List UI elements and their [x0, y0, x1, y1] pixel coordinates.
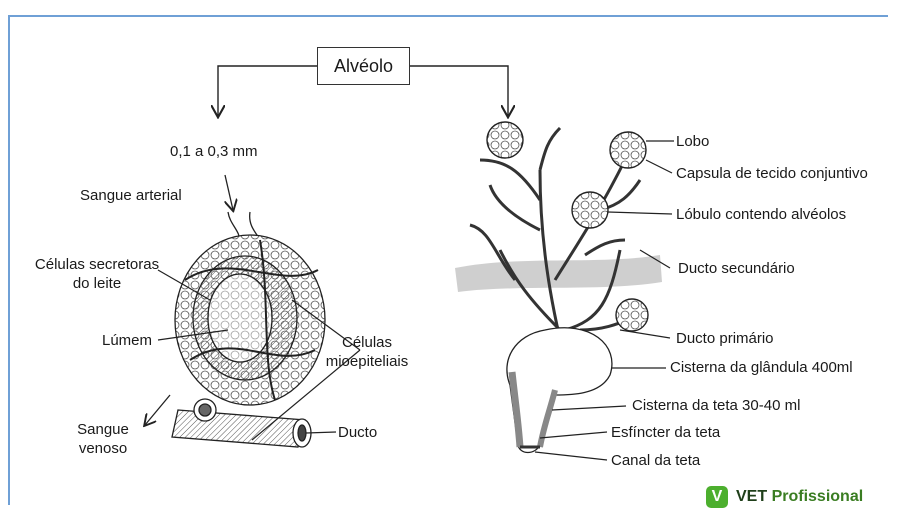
label-ducto: Ducto [338, 423, 377, 442]
logo-mark: V [706, 486, 728, 508]
label-celulas-secretoras-line1: Células secretoras [22, 255, 172, 274]
label-mioepiteliais-line1: Células [322, 333, 412, 352]
label-celulas-mioepiteliais: Células mioepiteliais [322, 333, 412, 371]
alveolus-illustration [145, 175, 325, 447]
label-canal: Canal da teta [611, 451, 700, 470]
label-mioepiteliais-line2: mioepiteliais [322, 352, 412, 371]
label-sangue-venoso-line1: Sangue [68, 420, 138, 439]
label-sangue-venoso: Sangue venoso [68, 420, 138, 458]
label-size: 0,1 a 0,3 mm [170, 142, 258, 161]
brand-logo: V VET Profissional [706, 484, 863, 510]
label-sangue-venoso-line2: venoso [68, 439, 138, 458]
label-capsula: Capsula de tecido conjuntivo [676, 164, 868, 183]
label-lobulo: Lóbulo contendo alvéolos [676, 205, 846, 224]
label-lobo: Lobo [676, 132, 709, 151]
gland-illustration [455, 122, 662, 453]
label-sangue-arterial: Sangue arterial [80, 186, 182, 205]
title-box: Alvéolo [317, 47, 410, 85]
label-ducto-primario: Ducto primário [676, 329, 774, 348]
label-lumem: Lúmem [102, 331, 152, 350]
label-cisterna-glandula: Cisterna da glândula 400ml [670, 358, 853, 377]
label-celulas-secretoras-line2: do leite [22, 274, 172, 293]
logo-text-vet: VET [736, 488, 767, 505]
label-celulas-secretoras: Células secretoras do leite [22, 255, 172, 293]
label-ducto-secundario: Ducto secundário [678, 259, 795, 278]
label-esfincter: Esfíncter da teta [611, 423, 720, 442]
logo-text: VET Profissional [736, 488, 863, 506]
label-cisterna-teta: Cisterna da teta 30-40 ml [632, 396, 800, 415]
logo-text-profissional: Profissional [772, 488, 864, 505]
